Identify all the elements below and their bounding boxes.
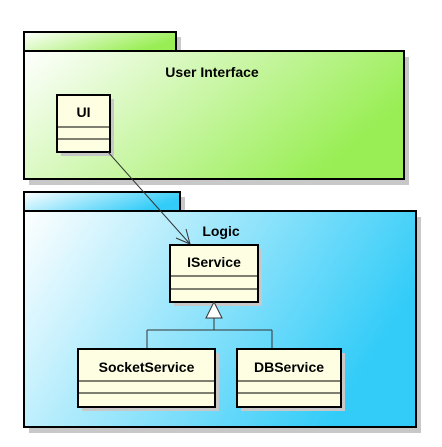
class-name: DBService — [254, 359, 324, 375]
class-ui[interactable]: UI — [56, 94, 114, 156]
package-body — [23, 50, 405, 180]
package-tab — [23, 191, 181, 212]
dependency-line — [107, 151, 191, 245]
class-name: IService — [187, 254, 241, 270]
class-box — [56, 94, 111, 153]
package-tab — [23, 31, 177, 52]
realization-connectors[interactable] — [146, 300, 273, 349]
class-name: SocketService — [99, 359, 195, 375]
class-box — [236, 348, 342, 408]
class-iservice[interactable]: IService — [169, 244, 262, 306]
class-box — [77, 348, 216, 408]
class-name: UI — [77, 104, 91, 120]
class-dbservice[interactable]: DBService — [236, 348, 345, 411]
package-title: Logic — [202, 223, 240, 239]
package-title: User Interface — [165, 64, 259, 80]
class-socketservice[interactable]: SocketService — [77, 348, 219, 411]
